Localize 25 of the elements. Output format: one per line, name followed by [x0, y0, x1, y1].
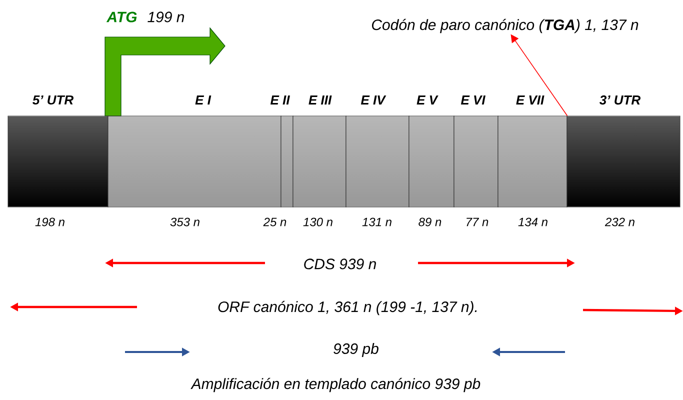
position-label: 199 n	[148, 12, 184, 22]
length-label: 353 n	[170, 218, 200, 226]
cds-label: CDS 939 n	[304, 258, 376, 270]
segment-heading: E II	[270, 96, 290, 104]
segment-heading: 5’ UTR	[32, 95, 74, 105]
segment-heading: 3’ UTR	[600, 95, 640, 105]
segment-heading: E VII	[516, 96, 544, 104]
amplicon-size-label: 939 pb	[334, 343, 378, 357]
length-label: 131 n	[362, 218, 392, 226]
stop-codon-label: Codón de paro canónico (TGA) 1, 137 n	[372, 18, 638, 34]
length-label: 89 n	[418, 218, 442, 226]
start-codon-label: ATG	[106, 12, 137, 22]
orf-label: ORF canónico 1, 361 n (199 -1, 137 n).	[218, 300, 477, 316]
amplification-label: Amplificación en templado canónico 939 pb	[190, 378, 480, 392]
segment-heading: E I	[195, 96, 212, 104]
length-label: 77 n	[466, 218, 488, 226]
length-label: 25 n	[263, 218, 286, 226]
segment-heading: E IV	[360, 96, 386, 104]
segment-heading: E V	[416, 96, 438, 104]
length-label: 232 n	[604, 218, 634, 226]
length-label: 130 n	[303, 218, 332, 226]
segment-heading: E III	[308, 96, 332, 104]
length-label: 198 n	[35, 218, 64, 226]
length-label: 134 n	[518, 218, 548, 226]
segment-heading: E VI	[460, 96, 486, 104]
